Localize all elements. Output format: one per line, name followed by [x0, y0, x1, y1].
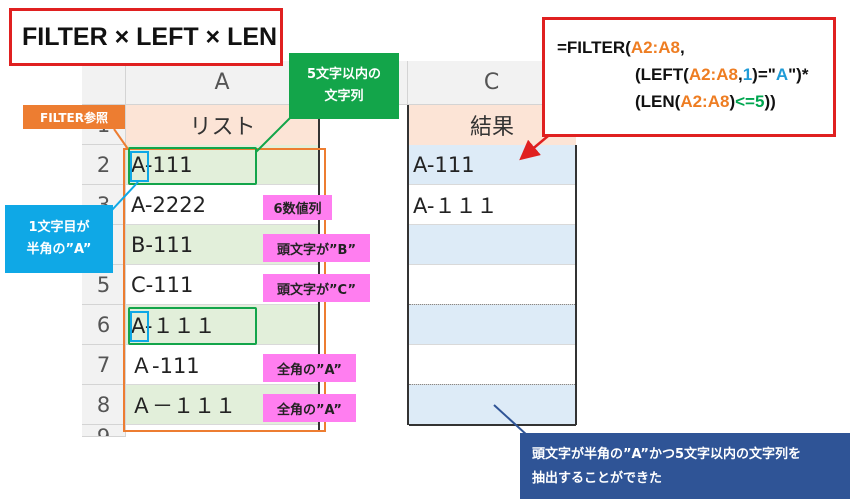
- page-title: FILTER × LEFT × LEN: [9, 8, 283, 66]
- filter-ref-tag: FILTER参照: [23, 105, 125, 129]
- column-a-right-border: [318, 105, 320, 430]
- result-cell[interactable]: [408, 225, 576, 265]
- column-header-a[interactable]: A: [126, 61, 319, 105]
- callout-text: 5文字以内の: [306, 67, 382, 82]
- row-header[interactable]: 8: [82, 385, 126, 425]
- callout-within-five-chars: 5文字以内の 文字列: [289, 53, 399, 119]
- row-header[interactable]: 7: [82, 345, 126, 385]
- column-c-right-border: [575, 145, 577, 425]
- note-label-fullwidth-a: 全角の”A”: [263, 394, 356, 422]
- list-cell[interactable]: A-111: [126, 145, 319, 185]
- result-cell[interactable]: A-111: [408, 145, 576, 185]
- result-dotted-rule: [409, 384, 575, 385]
- formula-line-1: =FILTER(A2:A8,: [557, 38, 685, 57]
- list-cell[interactable]: Ａ-111: [126, 345, 319, 385]
- result-cell[interactable]: [408, 305, 576, 345]
- note-label-fullwidth-a: 全角の”A”: [263, 354, 356, 382]
- callout-text: 抽出することができた: [532, 471, 663, 486]
- note-label-head-c: 頭文字が”C”: [263, 274, 370, 302]
- list-header-cell[interactable]: リスト: [126, 105, 319, 145]
- match-highlight: [128, 307, 257, 345]
- list-cell[interactable]: B-111: [126, 225, 319, 265]
- callout-text: 半角の”A”: [26, 242, 92, 257]
- formula-arrow: [519, 135, 549, 161]
- callout-pointer: [493, 404, 529, 437]
- match-highlight: [128, 147, 257, 185]
- callout-text: 文字列: [324, 89, 364, 104]
- row-col-corner[interactable]: [82, 61, 126, 105]
- callout-text: 1文字目が: [28, 220, 90, 235]
- row-header[interactable]: 6: [82, 305, 126, 345]
- note-label-head-b: 頭文字が”B”: [263, 234, 370, 262]
- callout-pointer: [113, 128, 129, 150]
- column-c-left-border: [407, 105, 409, 425]
- result-bottom-rule: [409, 424, 576, 426]
- callout-result-summary: 頭文字が半角の”A”かつ5文字以内の文字列を 抽出することができた: [520, 433, 850, 499]
- list-cell[interactable]: A-2222: [126, 185, 319, 225]
- formula-box: =FILTER(A2:A8, (LEFT(A2:A8,1)="A")* (LEN…: [542, 17, 836, 137]
- callout-pointer: [255, 115, 293, 153]
- callout-text: 頭文字が半角の”A”かつ5文字以内の文字列を: [532, 447, 802, 462]
- first-char-highlight: [130, 151, 149, 182]
- first-char-highlight: [130, 311, 149, 342]
- formula-line-2: (LEFT(A2:A8,1)="A")*: [635, 65, 809, 84]
- list-cell[interactable]: C-111: [126, 265, 319, 305]
- row-header[interactable]: 2: [82, 145, 126, 185]
- formula-line-3: (LEN(A2:A8)<=5)): [635, 92, 776, 111]
- callout-pointer: [111, 181, 139, 211]
- result-cell[interactable]: A-１１１: [408, 185, 576, 225]
- callout-first-char: 1文字目が 半角の”A”: [5, 205, 113, 273]
- note-label-six-digits: 6数値列: [263, 195, 332, 220]
- result-dotted-rule: [409, 304, 575, 305]
